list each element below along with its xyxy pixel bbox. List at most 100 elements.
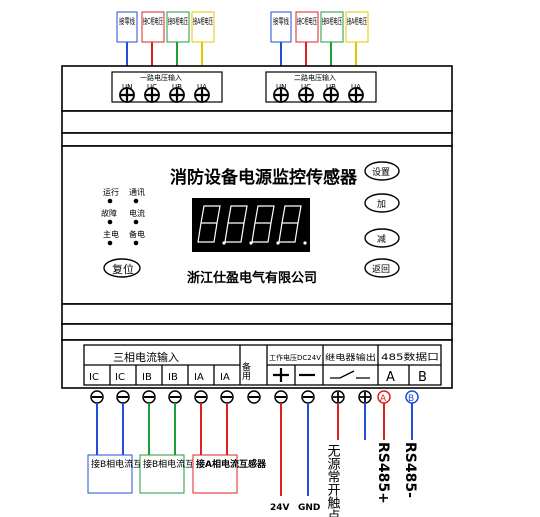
top-group-left-title: 一路电压输入 [140,73,182,82]
rs485-plus-label: RS485+ [375,442,391,504]
set-button[interactable]: 设置 [364,161,400,181]
screw-ia-1 [194,390,208,404]
terminal-ua-left: UA [197,83,207,91]
set-button-label: 设置 [372,167,390,178]
reset-button-label: 复位 [112,262,134,276]
top-label-left-1: 接C相电压 [143,16,163,26]
top-label-right-3: 接A相电压 [347,16,367,26]
indicator-led-comm [133,198,139,204]
top-label-boxes-left: 接零线 接C相电压 接B相电压 接A相电压 [116,11,215,43]
terminal-uc-left: UC [147,83,157,91]
screw-ic-2 [116,390,130,404]
terminal-ub-right: UB [326,83,336,91]
terminal-ub-left: UB [172,83,182,91]
indicator-label-comm: 通讯 [129,187,145,197]
screw-ib-2 [168,390,182,404]
screw-uC-right [298,87,314,103]
screw-ic-1 [90,390,104,404]
top-label-boxes-right: 接零线 接C相电压 接B相电压 接A相电压 [270,11,369,43]
power-symbols [273,368,315,382]
bottom-terminal-labels: IC IC IB IB IA IA A B [89,370,427,385]
terminal-un-right: UN [276,83,286,91]
screw-uN-left [119,87,135,103]
indicator-led-backup [133,240,139,246]
screw-uB-right [323,87,339,103]
top-terminal-right: 二路电压输入 UN UC UB UA [265,71,377,103]
terminal-ia-2: IA [220,372,230,383]
bottom-label-boxes: 接B相电流互感器 接B相电流互感器 接A相电流互感器 24V GND [87,454,320,513]
minus-button-label: 减 [377,233,386,245]
terminal-un-left: UN [122,83,132,91]
bottom-header-text: 三相电流输入 备用 工作电压DC24V 继电器输出 485数据口 [113,350,439,381]
screw-ib-1 [142,390,156,404]
top-label-left-2: 接B相电压 [168,16,188,26]
indicator-label-fault: 故障 [101,208,117,218]
relay-note: 无源常开触点 [325,444,341,517]
bottom-wires [96,403,413,496]
rs485-header: 485数据口 [381,351,439,363]
indicator-grid: 运行 通讯 故障 电流 主电 备电 [101,187,145,246]
top-label-left-0: 接零线 [119,16,135,26]
terminal-ic-2: IC [115,372,125,383]
top-label-right-1: 接C相电压 [297,16,317,26]
indicator-label-backup: 备电 [129,229,145,239]
top-label-right-0: 接零线 [273,16,289,26]
top-group-right-title: 二路电压输入 [294,73,336,82]
svg-text:B: B [408,394,414,404]
indicator-led-run [107,198,113,204]
v24-label: 24V [270,503,290,513]
screw-uN-right [273,87,289,103]
minus-button[interactable]: 减 [364,228,400,248]
plus-button-label: 加 [377,199,386,210]
relay-header: 继电器输出 [325,352,376,362]
screw-rs485-a: A [377,390,391,404]
reset-button[interactable]: 复位 [103,258,141,278]
terminal-a: A [386,370,395,385]
screw-relay-1 [331,390,345,404]
terminal-ib-2: IB [168,372,178,383]
top-label-left-3: 接A相电压 [193,16,213,26]
indicator-label-main: 主电 [103,229,119,239]
company-name: 浙江仕盈电气有限公司 [187,270,317,286]
indicator-label-run: 运行 [103,187,119,197]
indicator-label-current: 电流 [129,208,145,218]
plus-button[interactable]: 加 [364,193,400,213]
power-header: 工作电压DC24V [269,353,321,362]
indicator-led-fault [107,219,113,225]
bottom-strip [83,344,442,386]
screw-uA-right [348,87,364,103]
a-phase-label: 接A相电流互感器 [196,458,267,470]
seven-segment-display [192,198,310,252]
terminal-ua-right: UA [351,83,361,91]
screw-24v [274,390,288,404]
terminal-ic-1: IC [89,372,99,383]
indicator-led-main [107,240,113,246]
top-label-right-2: 接B相电压 [322,16,342,26]
screw-uB-left [169,87,185,103]
screw-uA-left [194,87,210,103]
terminal-b: B [418,370,427,385]
bottom-screws: A B [90,390,419,404]
display-digits [197,205,302,243]
svg-text:A: A [380,394,387,404]
device-title: 消防设备电源监控传感器 [170,167,358,188]
screw-relay-2 [358,390,372,404]
back-button-label: 返回 [372,263,390,275]
top-terminal-left: 一路电压输入 UN UC UB UA [111,71,223,103]
terminal-ib-1: IB [142,372,152,383]
screw-ia-2 [220,390,234,404]
screw-rs485-b: B [405,390,419,404]
rs485-minus-label: RS485- [402,442,418,498]
terminal-uc-right: UC [301,83,311,91]
relay-contact-icon [330,370,370,379]
screw-uC-left [144,87,160,103]
terminal-ia-1: IA [194,372,204,383]
back-button[interactable]: 返回 [364,258,400,278]
gnd-label: GND [298,503,320,513]
screw-gnd [301,390,315,404]
current-input-header: 三相电流输入 [113,350,179,364]
screw-spare [247,390,261,404]
indicator-led-current [133,219,139,225]
spare-header: 备用 [240,361,251,381]
